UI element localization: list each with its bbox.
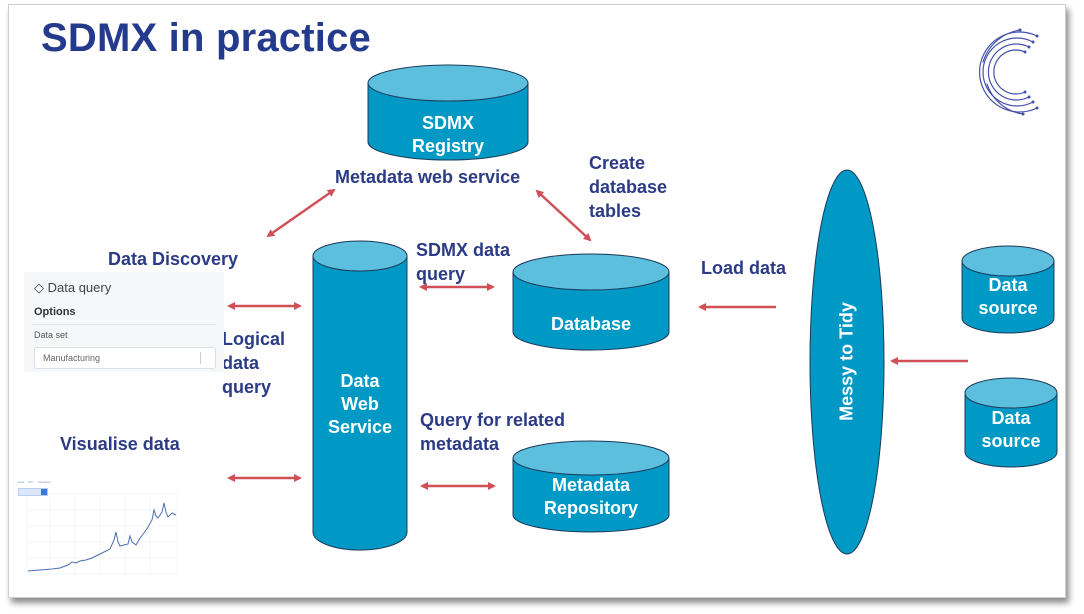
data-source-2-label: Data source	[981, 408, 1041, 451]
data-query-title: ◇ Data query	[34, 280, 112, 295]
messy-to-tidy-ellipse	[809, 169, 885, 555]
arrow-registry-to-database	[535, 189, 592, 242]
divider	[32, 324, 216, 325]
dataset-select[interactable]: Manufacturing	[34, 347, 216, 369]
query-related-metadata-label: Query for related metadata	[420, 410, 566, 454]
data-source-1-label: Data source	[978, 275, 1038, 318]
viz-toolbar-active-button[interactable]	[41, 489, 47, 495]
dataset-value: Manufacturing	[43, 353, 101, 363]
diamond-tag-icon: ◇	[34, 280, 44, 295]
visualisation-thumbnail-chart	[26, 493, 178, 575]
visualisation-thumbnail: Data Plot Metadata	[14, 478, 204, 580]
thumbnail-series-line	[27, 502, 177, 572]
logical-data-query-label: Logical data query	[222, 329, 286, 397]
viz-tab-data[interactable]: Data	[18, 480, 25, 484]
metadata-repository-cylinder	[512, 440, 670, 533]
viz-toolbar[interactable]	[18, 488, 48, 496]
sdmx-data-query-label: SDMX data query	[416, 240, 511, 284]
slide-title: SDMX in practice	[41, 16, 371, 60]
dataset-label: Data set	[34, 330, 68, 340]
data-source-2-cylinder	[964, 377, 1058, 468]
messy-to-tidy-label: Messy to Tidy	[836, 302, 857, 421]
database-cylinder	[512, 253, 670, 351]
visualise-data-label: Visualise data	[60, 434, 180, 454]
arrow-registry-to-discovery	[266, 188, 336, 238]
organisation-logo-icon	[979, 28, 1039, 116]
viz-tab-plot[interactable]: Plot	[28, 480, 34, 484]
viz-tab-metadata[interactable]: Metadata	[38, 480, 51, 484]
sdmx-registry-label: SDMX Registry	[411, 113, 485, 156]
sdmx-registry-cylinder	[367, 64, 529, 161]
load-data-label: Load data	[701, 258, 787, 278]
create-database-tables-label: Create database tables	[589, 153, 668, 221]
data-discovery-label: Data Discovery	[108, 249, 239, 269]
select-separator	[200, 352, 201, 364]
metadata-repository-label: Metadata Repository	[543, 475, 639, 518]
data-web-service-cylinder	[312, 240, 408, 551]
data-source-1-cylinder	[961, 245, 1055, 334]
data-query-panel: ◇ Data query Options Data set Manufactur…	[24, 272, 224, 372]
database-label: Database	[550, 314, 632, 334]
options-heading: Options	[34, 306, 76, 318]
metadata-web-service-label: Metadata web service	[335, 167, 521, 187]
data-web-service-label: Data Web Service	[327, 371, 393, 437]
